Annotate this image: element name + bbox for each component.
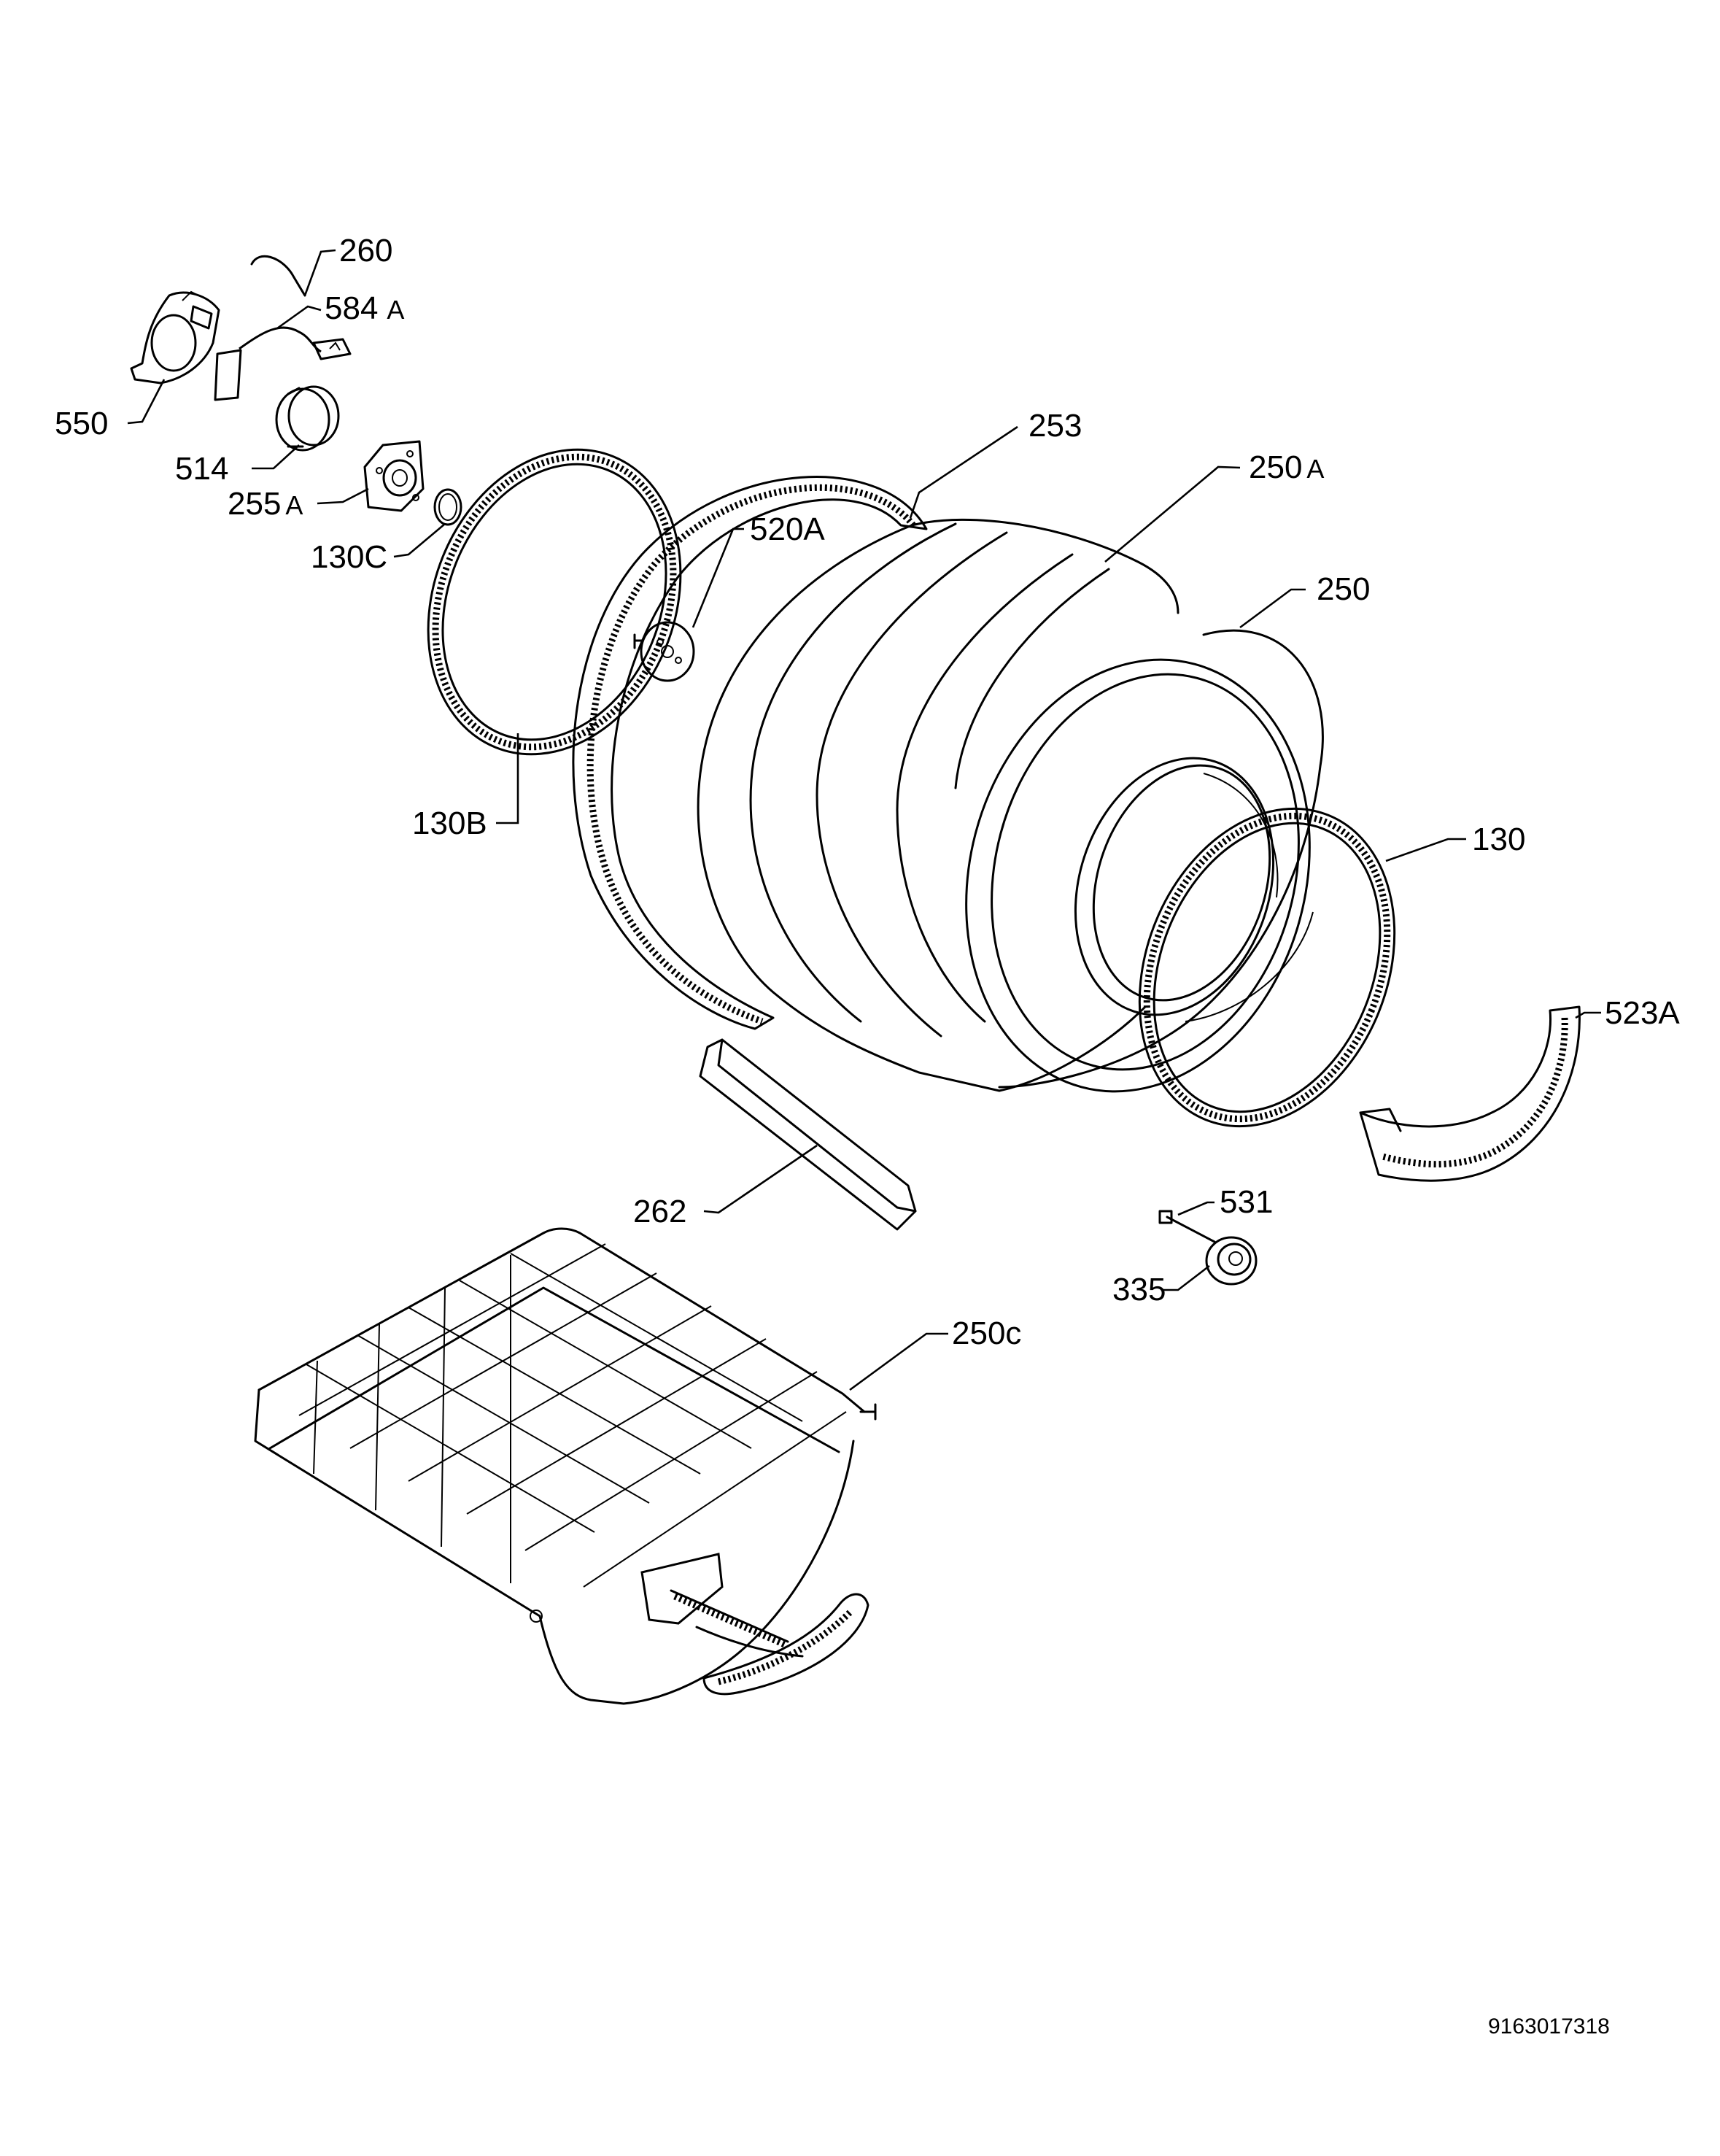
part-255a-flange: [363, 440, 425, 512]
part-262-baffle: [699, 1038, 917, 1231]
leader-255a: [317, 487, 369, 505]
part-523a-filter-frame: [1359, 1005, 1581, 1182]
leader-584a: [276, 305, 322, 330]
leader-550: [127, 379, 166, 425]
leader-250a: [1104, 465, 1241, 563]
leader-253: [909, 425, 1018, 519]
label-260: 260: [339, 233, 392, 268]
part-520a-shaft: [633, 621, 695, 682]
leader-335: [1163, 1264, 1210, 1291]
part-531-screw: [1158, 1210, 1216, 1243]
label-520a: 520A: [750, 511, 825, 547]
leader-514: [252, 444, 300, 470]
label-335: 335: [1112, 1272, 1166, 1307]
label-250: 250: [1317, 571, 1370, 607]
label-531: 531: [1220, 1184, 1273, 1220]
part-130-front-seal: [1138, 807, 1396, 1128]
label-262: 262: [633, 1194, 686, 1229]
label-523a: 523A: [1605, 995, 1680, 1031]
label-130b: 130B: [412, 805, 487, 841]
label-130: 130: [1472, 822, 1525, 857]
label-514: 514: [175, 451, 228, 487]
leader-lines: [127, 249, 1601, 1391]
part-250-drum: [697, 518, 1324, 1093]
label-250c: 250c: [952, 1315, 1021, 1351]
part-335-roller: [1205, 1236, 1258, 1286]
part-250c-basket: [254, 1227, 877, 1705]
leader-523a: [1575, 1011, 1601, 1019]
label-550: 550: [55, 406, 108, 441]
part-584a-sensor: [214, 326, 352, 401]
leader-262: [703, 1144, 818, 1214]
leader-250: [1239, 588, 1306, 629]
drawing-number: 9163017318: [1488, 2014, 1610, 2039]
label-130c: 130C: [311, 539, 387, 575]
leader-520a: [692, 528, 744, 628]
part-130c-circlip: [433, 488, 462, 526]
leader-130: [1385, 838, 1466, 862]
part-260-clip: [250, 255, 306, 297]
part-130b-rear-seal: [427, 448, 682, 756]
part-514-sleeve: [275, 385, 340, 452]
leader-531: [1177, 1201, 1215, 1216]
leader-130c: [393, 523, 446, 558]
part-253-rear-panel: [572, 476, 928, 1030]
leader-250c: [849, 1332, 948, 1391]
part-550-bracket: [130, 290, 220, 385]
label-253: 253: [1028, 408, 1082, 444]
leader-130b: [496, 733, 519, 824]
leader-260: [303, 249, 336, 296]
